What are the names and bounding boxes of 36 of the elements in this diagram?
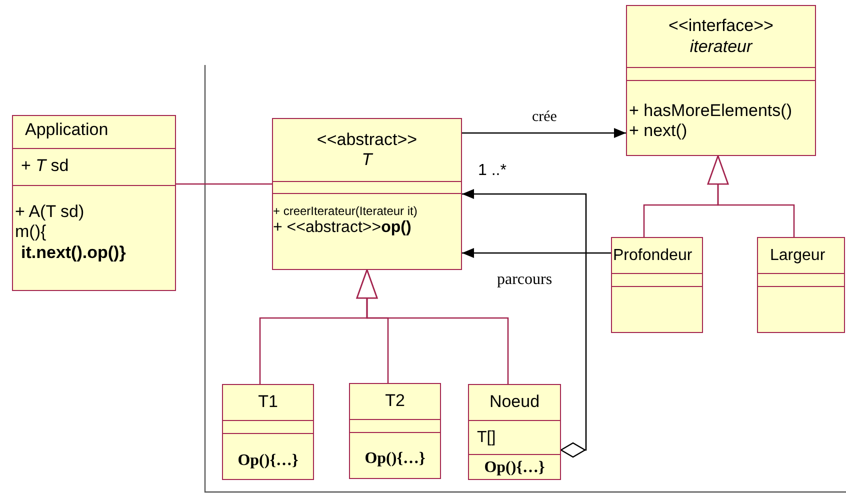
- class-name: Noeud: [489, 392, 540, 413]
- member-text: + hasMoreElements(): [629, 101, 792, 122]
- member-text: Op(){…}: [484, 458, 545, 478]
- class-box: [626, 5, 816, 156]
- member-text: + T sd: [21, 156, 69, 176]
- class-box: [272, 118, 462, 270]
- member-text: it.next().op()}: [20, 242, 126, 264]
- member-text: + <<abstract>>op(): [273, 218, 412, 238]
- class-name: Application: [25, 120, 108, 140]
- class-name: T1: [258, 392, 278, 413]
- member-text: + A(T sd): [15, 202, 84, 222]
- aggregation-arrow: [462, 189, 587, 458]
- generalization-arrow: [707, 155, 795, 237]
- member-text: + creerIterateur(Iterateur it): [273, 204, 418, 218]
- arrow: [462, 128, 626, 138]
- class-box: [611, 237, 703, 333]
- class-box: [222, 384, 314, 480]
- member-text: m(){: [15, 222, 46, 243]
- association-line: [176, 183, 272, 185]
- class-box: [468, 384, 561, 480]
- class-name: T: [362, 150, 372, 170]
- class-name: Profondeur: [613, 246, 692, 266]
- class-box: [12, 115, 176, 291]
- class-name: Largeur: [770, 246, 826, 266]
- class-box: [757, 237, 845, 333]
- arrow: [462, 248, 611, 258]
- class-name: <<abstract>>: [316, 130, 418, 150]
- class-name: T2: [385, 391, 405, 412]
- generalization-arrow: [356, 269, 509, 384]
- member-text: + next(): [629, 121, 688, 142]
- member-text: Op(){…}: [364, 448, 426, 468]
- class-name: iterateur: [690, 36, 752, 57]
- member-text: Op(){…}: [238, 450, 298, 470]
- class-box: [349, 383, 441, 479]
- class-name: <<interface>>: [668, 16, 774, 36]
- attribute-text: T[]: [477, 428, 496, 448]
